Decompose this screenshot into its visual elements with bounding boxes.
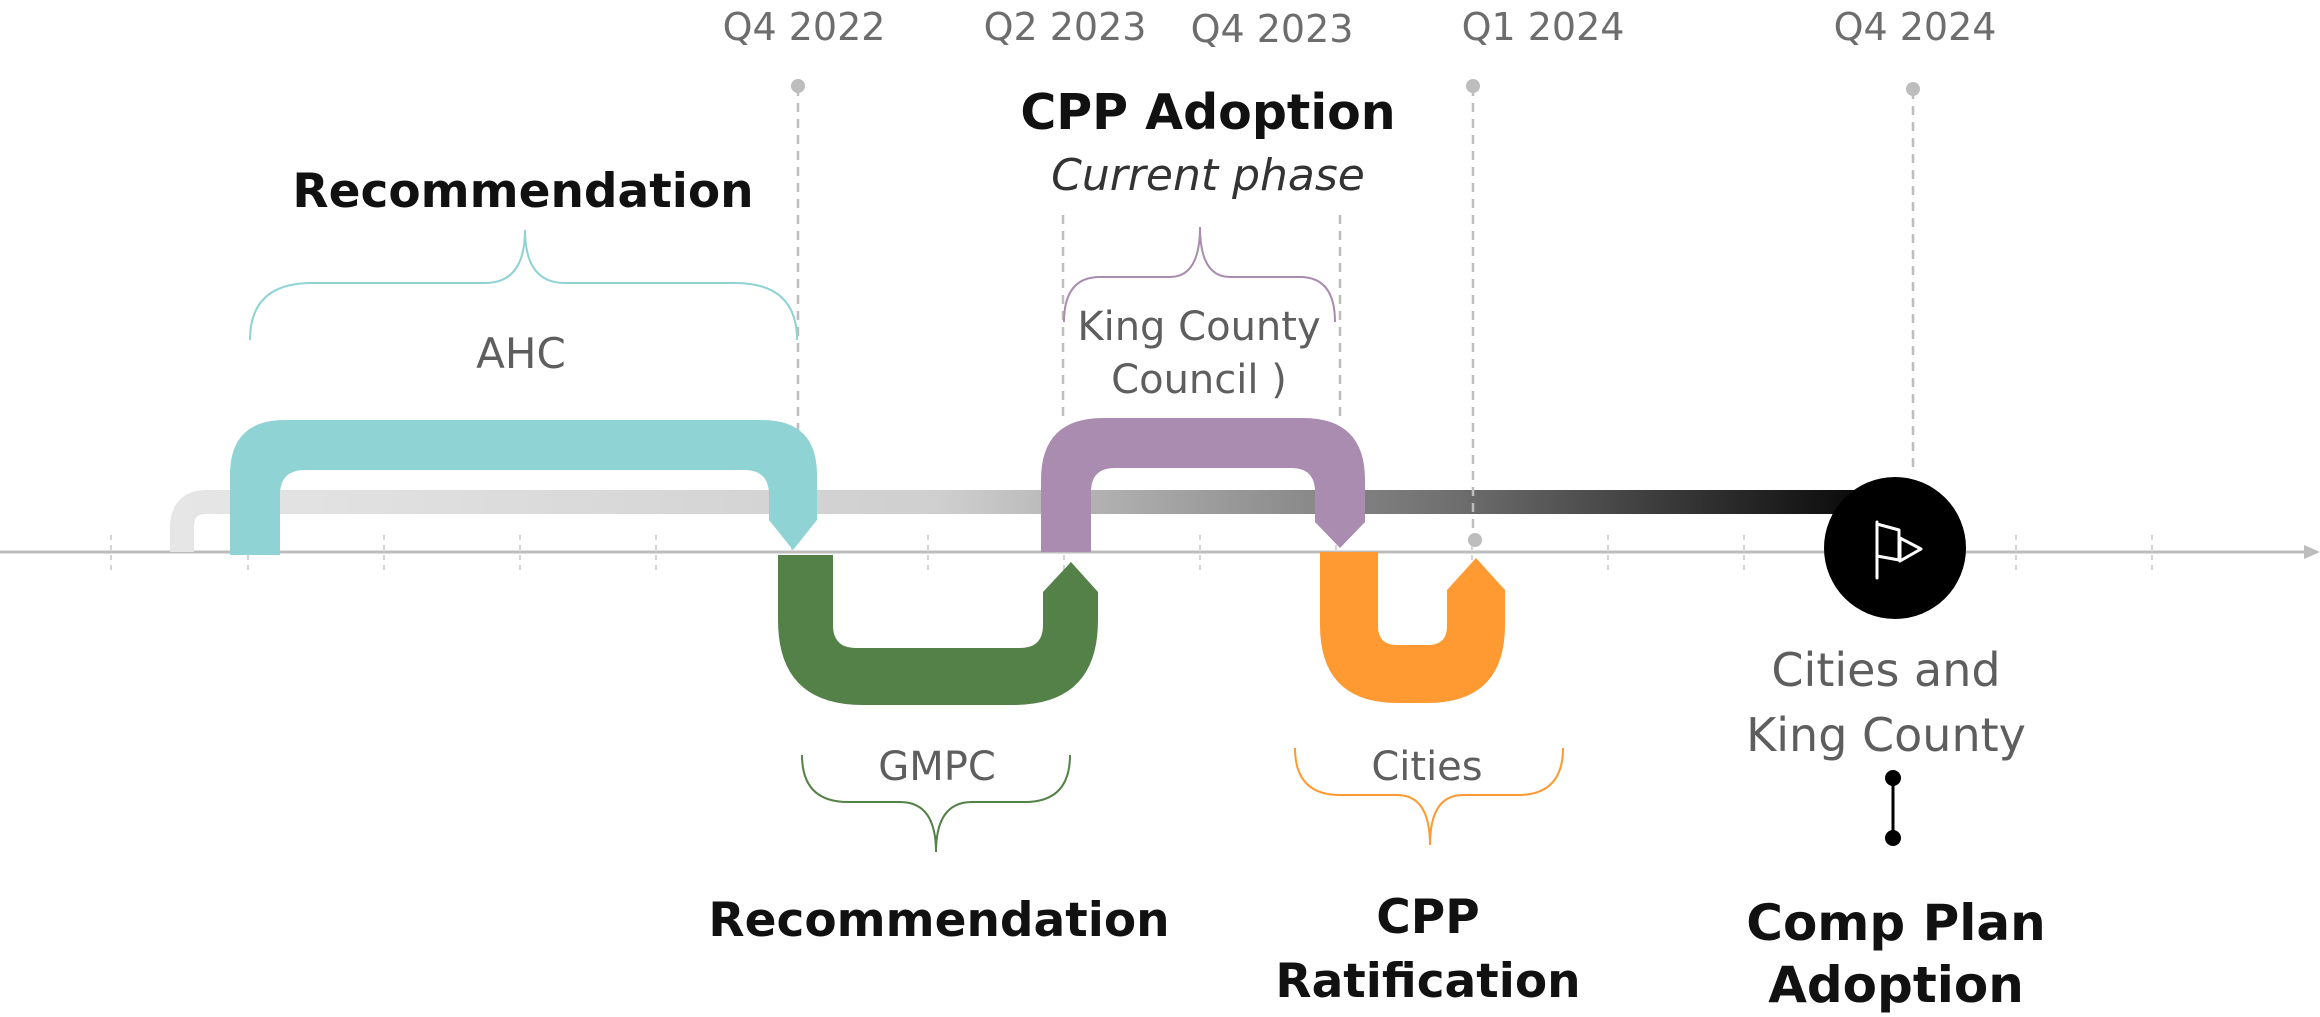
final-connector xyxy=(1885,770,1901,846)
end-marker xyxy=(1824,477,1966,619)
flag-icon xyxy=(1875,520,1923,580)
progress-track xyxy=(170,490,1890,552)
ahc-phase-title: Recommendation xyxy=(292,164,753,219)
kcc-actor-label-line1: King County xyxy=(1077,304,1320,350)
final-actor-label-line1: Cities and xyxy=(1771,643,2000,697)
ahc-phase-arch xyxy=(230,420,817,555)
quarter-label-q4-2023: Q4 2023 xyxy=(1191,7,1354,51)
kcc-brace xyxy=(1063,226,1336,323)
kcc-phase-arch xyxy=(1041,418,1365,552)
kcc-phase-title: CPP Adoption xyxy=(1020,84,1395,141)
gmpc-phase-title: Recommendation xyxy=(708,893,1169,948)
ahc-brace xyxy=(249,229,798,341)
final-phase-title-line1: Comp Plan xyxy=(1746,894,2045,952)
quarter-label-q4-2022: Q4 2022 xyxy=(723,5,886,49)
quarter-label-q2-2023: Q2 2023 xyxy=(984,5,1147,49)
quarter-label-q4-2024: Q4 2024 xyxy=(1834,5,1997,49)
cities-phase-title-line1: CPP xyxy=(1376,890,1479,945)
cities-brace xyxy=(1294,747,1564,846)
ahc-actor-label: AHC xyxy=(476,329,566,378)
gmpc-brace xyxy=(801,754,1071,853)
gmpc-phase-u xyxy=(778,555,1098,705)
gmpc-actor-label: GMPC xyxy=(878,744,996,790)
quarter-dots xyxy=(791,79,1920,547)
final-actor-label-line2: King County xyxy=(1746,708,2026,762)
final-phase-title-line2: Adoption xyxy=(1768,956,2024,1014)
axis-arrowhead xyxy=(2304,545,2320,559)
quarter-guides xyxy=(796,87,1915,540)
cities-phase-u xyxy=(1320,552,1505,703)
cities-actor-label: Cities xyxy=(1371,744,1482,790)
quarter-label-q1-2024: Q1 2024 xyxy=(1462,5,1625,49)
kcc-phase-subtitle: Current phase xyxy=(1051,150,1365,201)
cities-phase-title-line2: Ratification xyxy=(1275,954,1580,1009)
kcc-actor-label-line2: Council ) xyxy=(1111,357,1287,403)
